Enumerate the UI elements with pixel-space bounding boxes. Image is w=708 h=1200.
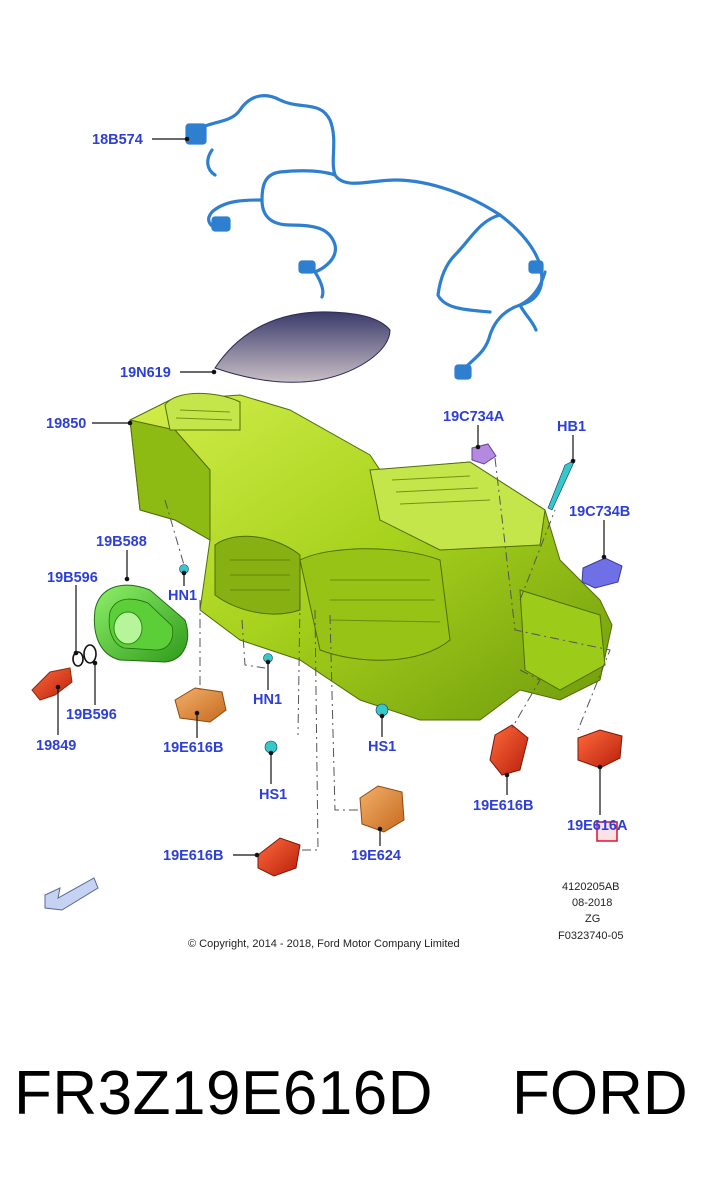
actuator-19E616B-right [489, 724, 529, 776]
leader-lines [55, 136, 607, 858]
callout-19E616B-b: 19E616B [473, 798, 533, 814]
callout-19N619: 19N619 [120, 365, 171, 381]
o-ring-19B596-b [83, 644, 97, 664]
callout-labels: 18B574 19N619 19850 19B588 19B596 HN1 19… [36, 132, 630, 864]
cover-19N619 [214, 311, 391, 383]
cabin-filter-19B588 [93, 584, 189, 663]
callout-18B574: 18B574 [92, 132, 143, 148]
callout-19B596-bottom: 19B596 [66, 707, 117, 723]
highlight-box [596, 821, 618, 842]
callout-19849: 19849 [36, 738, 76, 754]
callout-HN1-a: HN1 [168, 588, 197, 604]
brand-name: FORD [512, 1059, 688, 1128]
actuator-19E616A [577, 729, 623, 769]
sensor-19C734B [581, 557, 623, 589]
callout-HN1-b: HN1 [253, 692, 282, 708]
callout-HS1-a: HS1 [368, 739, 396, 755]
blower-resistor-19E624 [359, 785, 405, 833]
connector-19C734A [471, 443, 497, 465]
callout-19C734B: 19C734B [569, 504, 630, 520]
actuator-19E616B-left [174, 687, 227, 723]
callout-19B588: 19B588 [96, 534, 147, 550]
part-number: FR3Z19E616D [14, 1059, 434, 1128]
hvac-housing-19850 [129, 392, 613, 721]
callout-HS1-b: HS1 [259, 787, 287, 803]
callout-19B596-top: 19B596 [47, 570, 98, 586]
callout-19C734A: 19C734A [443, 409, 505, 425]
front-direction-arrow-icon [44, 877, 99, 911]
callout-19E616B-c: 19E616B [163, 848, 223, 864]
callout-HB1: HB1 [557, 419, 586, 435]
assembly-lines [164, 457, 611, 851]
sensor-19849 [31, 667, 73, 701]
doc-figure: F0323740-05 [558, 930, 623, 942]
callout-19E624: 19E624 [351, 848, 401, 864]
doc-code: 4120205AB [562, 881, 620, 893]
copyright: © Copyright, 2014 - 2018, Ford Motor Com… [188, 938, 460, 950]
callout-19850: 19850 [46, 416, 86, 432]
wiring-harness-18B574 [185, 94, 547, 380]
hvac-exploded-diagram: 18B574 19N619 19850 19B588 19B596 HN1 19… [31, 94, 630, 950]
actuator-19E616B-bottom [257, 837, 301, 877]
doc-region: ZG [585, 913, 600, 925]
doc-date: 08-2018 [572, 897, 612, 909]
callout-19E616A: 19E616A [567, 818, 628, 834]
bolt-HB1 [547, 459, 576, 511]
callout-19E616B-a: 19E616B [163, 740, 223, 756]
